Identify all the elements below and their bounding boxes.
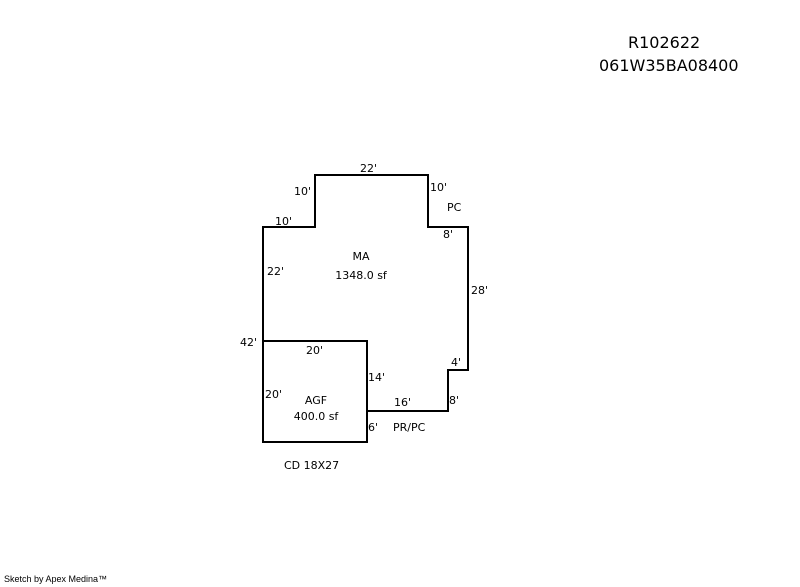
ma-size-label: 1348.0 sf	[335, 269, 388, 282]
dim-ma-step-horizontal: 10'	[275, 215, 292, 228]
note-pr-pc: PR/PC	[393, 421, 426, 434]
agf-outline	[262, 340, 368, 443]
note-pc: PC	[447, 201, 462, 214]
dim-ma-right: 28'	[471, 284, 488, 297]
dim-ma-bottom-right: 8'	[449, 394, 459, 407]
dim-ma-right-upper: 10'	[430, 181, 447, 194]
note-cd: CD 18X27	[284, 459, 339, 472]
dim-ma-bottom-notch: 4'	[451, 356, 461, 369]
dim-agf-right-lower: 6'	[368, 421, 378, 434]
ma-outline	[262, 174, 469, 412]
ma-code-label: MA	[352, 250, 369, 263]
dim-ma-left: 22'	[267, 265, 284, 278]
agf-size-label: 400.0 sf	[294, 410, 340, 423]
parcel-id: R102622	[628, 33, 701, 52]
dim-ma-right-notch: 8'	[443, 228, 453, 241]
dim-agf-right-upper: 14'	[368, 371, 385, 384]
dim-ma-full-left: 42'	[240, 336, 257, 349]
dim-ma-step-vertical: 10'	[294, 185, 311, 198]
dim-agf-left: 20'	[265, 388, 282, 401]
dim-agf-top: 20'	[306, 344, 323, 357]
map-number: 061W35BA08400	[599, 56, 739, 75]
dim-ma-bottom: 16'	[394, 396, 411, 409]
agf-code-label: AGF	[305, 394, 327, 407]
dim-ma-top: 22'	[360, 162, 377, 175]
sketch-credit: Sketch by Apex Medina™	[4, 574, 108, 584]
